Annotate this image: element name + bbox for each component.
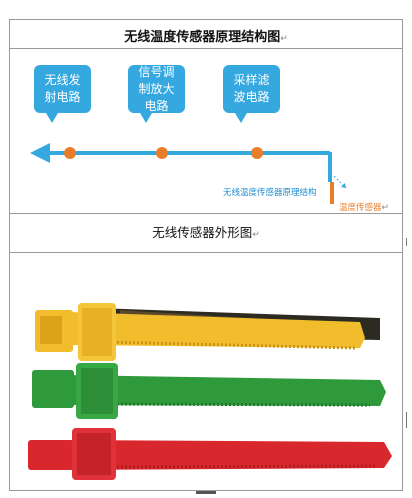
sensor-photo xyxy=(28,303,392,480)
green-sensor-strap xyxy=(32,363,386,419)
sensor-label: 温度传感器↵ xyxy=(339,203,390,213)
shape-title: 无线传感器外形图↵ xyxy=(152,225,260,240)
bubble-filter-circuit: 采样滤波电路 xyxy=(223,65,280,123)
bubble-modulation-circuit: 信号调制放大电路 xyxy=(128,65,185,123)
document-table: 无线温度传感器原理结构图↵ 无线发射电路 信号调制放大电路 采样滤波电路 无线温… xyxy=(9,19,407,491)
dashed-pointer xyxy=(333,175,347,189)
node-filter xyxy=(251,147,263,159)
bubble-transmit-circuit: 无线发射电路 xyxy=(34,65,91,123)
table-divider xyxy=(10,48,402,49)
margin-mark xyxy=(406,238,407,246)
red-sensor-strap xyxy=(28,428,392,480)
structure-title: 无线温度传感器原理结构图↵ xyxy=(124,30,288,45)
yellow-sensor-strap xyxy=(35,303,380,361)
arrow-left-icon xyxy=(30,143,50,163)
structure-label: 无线温度传感器原理结构 xyxy=(223,188,317,198)
margin-mark xyxy=(406,412,407,428)
table-divider xyxy=(10,252,402,253)
bottom-mark xyxy=(196,491,216,494)
node-amplify xyxy=(156,147,168,159)
table-divider xyxy=(10,213,402,214)
structure-diagram xyxy=(30,143,347,204)
node-transmit xyxy=(64,147,76,159)
